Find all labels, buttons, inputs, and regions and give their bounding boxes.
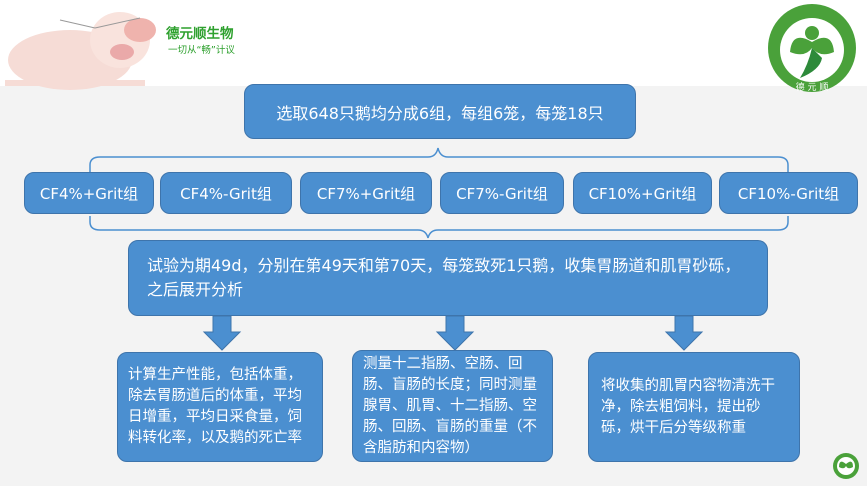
bottom-box-performance: 计算生产性能，包括体重，除去胃肠道后的体重，平均日增重，平均日采食量，饲料转化率…: [117, 352, 323, 462]
group-box: CF7%-Grit组: [440, 172, 564, 214]
company-logo: 德 元 顺: [768, 4, 856, 93]
group-box: CF4%-Grit组: [160, 172, 292, 214]
bottom-box-grit: 将收集的肌胃内容物清洗干净，除去粗饲料，提出砂砾，烘干后分等级称重: [588, 352, 800, 462]
down-arrows: [202, 315, 704, 351]
brand-name: 德元顺生物: [166, 26, 234, 42]
middle-box: 试验为期49d，分别在第49天和第70天，每笼致死1只鹅，收集胃肠道和肌胃砂砾，…: [128, 240, 768, 316]
bottom-box-intestine: 测量十二指肠、空肠、回肠、盲肠的长度；同时测量腺胃、肌胃、十二指肠、空肠、回肠、…: [352, 350, 553, 462]
brand-slogan: 一切从“畅”计议: [168, 45, 235, 56]
group-box: CF4%+Grit组: [24, 172, 154, 214]
group-box: CF10%-Grit组: [719, 172, 858, 214]
small-logo-icon: [833, 453, 859, 479]
pig-image: [5, 12, 156, 90]
group-box: CF7%+Grit组: [300, 172, 432, 214]
top-box: 选取648只鹅均分成6组，每组6笼，每笼18只: [244, 84, 636, 139]
logo-text: 德 元 顺: [796, 81, 829, 93]
group-box: CF10%+Grit组: [573, 172, 712, 214]
